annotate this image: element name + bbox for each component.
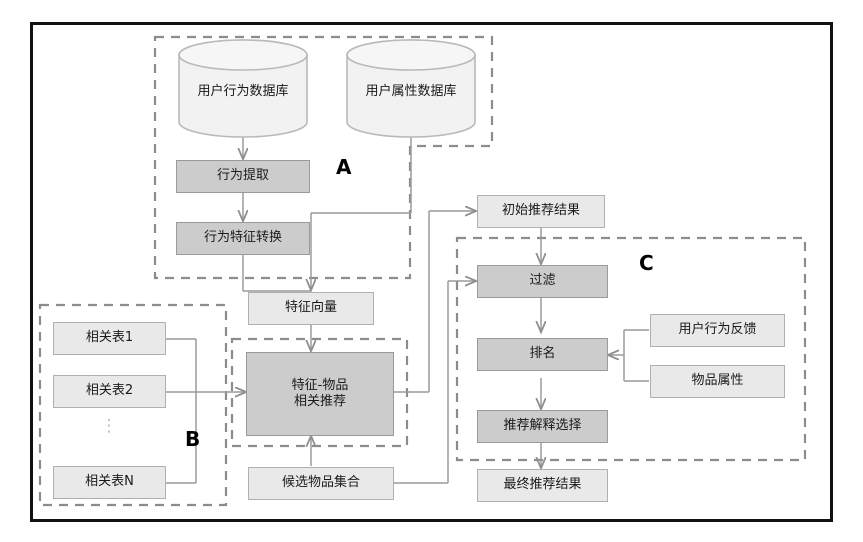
group-label-b: B [185, 427, 201, 451]
node-candidate-item-set[interactable]: 候选物品集合 [248, 467, 394, 500]
node-initial-recommend-result[interactable]: 初始推荐结果 [477, 195, 605, 228]
node-relation-table-1[interactable]: 相关表1 [53, 322, 166, 355]
group-region-a [153, 35, 494, 280]
node-user-behavior-feedback[interactable]: 用户行为反馈 [650, 314, 785, 347]
group-region-b [38, 303, 228, 507]
group-label-c: C [639, 251, 654, 275]
node-ranking[interactable]: 排名 [477, 338, 608, 371]
db-user-behavior-label: 用户行为数据库 [197, 84, 289, 99]
node-relation-table-2[interactable]: 相关表2 [53, 375, 166, 408]
db-user-attribute-label: 用户属性数据库 [365, 84, 457, 99]
node-feature-vector[interactable]: 特征向量 [248, 292, 374, 325]
group-region-c [455, 236, 807, 462]
db-user-attribute-shape [346, 39, 476, 138]
node-behavior-feature-transform[interactable]: 行为特征转换 [176, 222, 310, 255]
db-user-behavior-shape [178, 39, 308, 138]
relation-tables-ellipsis-icon: ⋮ [100, 416, 119, 436]
node-behavior-extraction[interactable]: 行为提取 [176, 160, 310, 193]
node-item-attribute[interactable]: 物品属性 [650, 365, 785, 398]
node-feature-item-recommend[interactable]: 特征-物品 相关推荐 [246, 352, 394, 436]
node-explanation-selection[interactable]: 推荐解释选择 [477, 410, 608, 443]
group-label-a: A [336, 155, 352, 179]
node-filter[interactable]: 过滤 [477, 265, 608, 298]
node-final-recommend-result[interactable]: 最终推荐结果 [477, 469, 608, 502]
node-relation-table-n[interactable]: 相关表N [53, 466, 166, 499]
